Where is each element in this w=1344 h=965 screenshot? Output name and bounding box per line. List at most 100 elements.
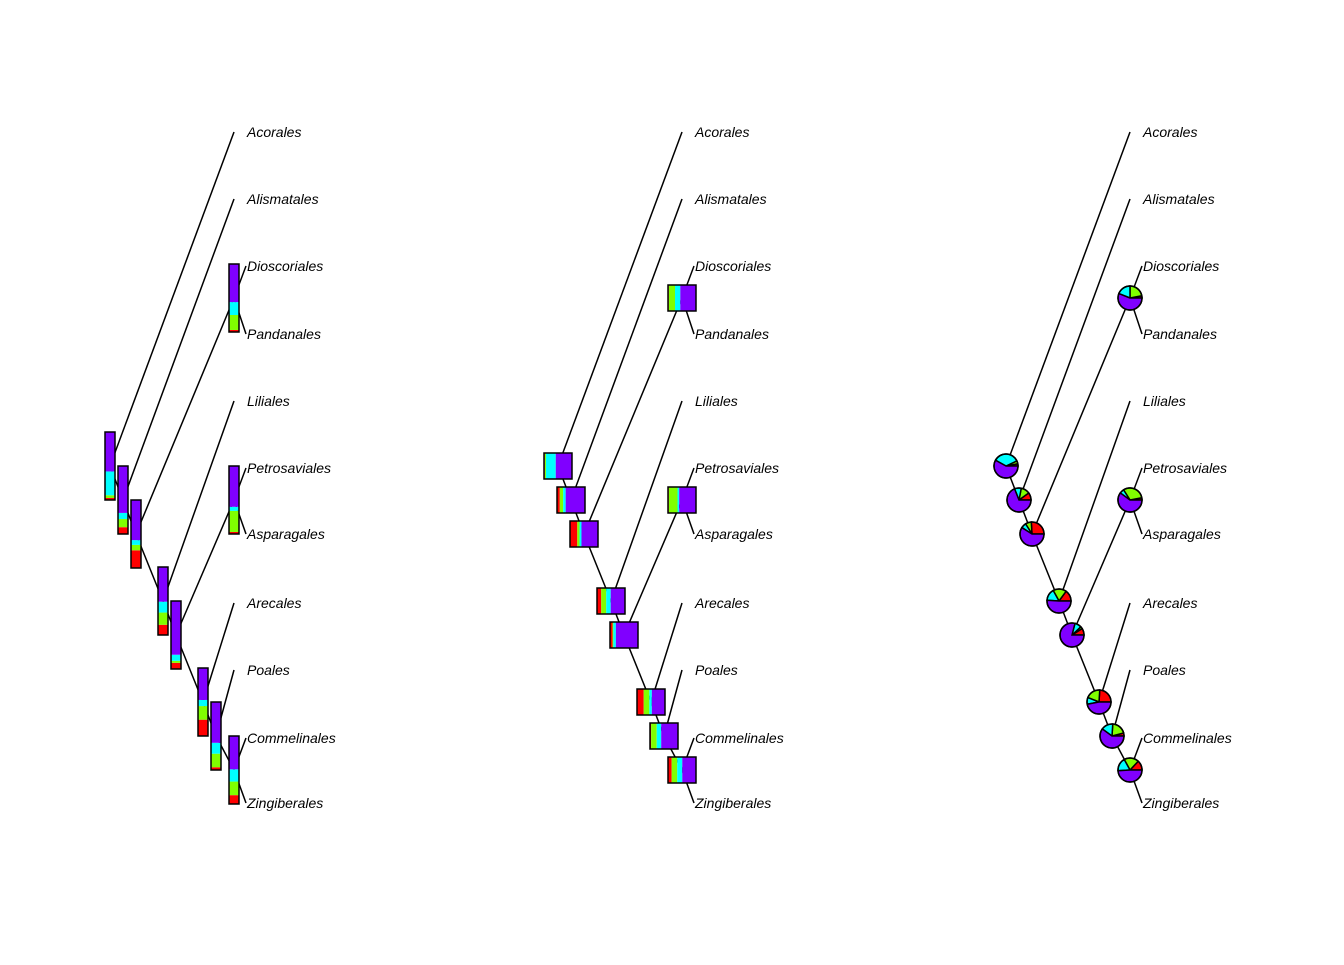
tip-label: Liliales [695, 393, 738, 409]
branch [557, 131, 683, 467]
branch [583, 297, 683, 535]
box-segment [545, 453, 556, 479]
box-segment [661, 723, 678, 749]
box-marker [667, 486, 697, 514]
branch [1058, 400, 1131, 602]
tip-label: Dioscoriales [247, 258, 323, 274]
tip-label: Arecales [694, 595, 749, 611]
thermo-segment [118, 519, 128, 528]
branch [162, 400, 235, 602]
thermo-marker [130, 499, 142, 569]
pie-slice [1086, 701, 1112, 715]
tip-label: Petrosaviales [1143, 460, 1227, 476]
tip-label: Poales [247, 662, 290, 678]
tip-label: Acorales [1142, 124, 1197, 140]
thermo-segment [158, 601, 168, 613]
thermo-segment [211, 702, 221, 743]
box-segment [668, 757, 672, 783]
box-segment [610, 588, 625, 614]
thermo-segment [198, 706, 208, 720]
tip-label: Arecales [1142, 595, 1197, 611]
thermo-segment [229, 769, 239, 782]
box-segment [668, 487, 678, 513]
box-segment [544, 453, 546, 479]
thermo-segment [171, 654, 181, 661]
tip-label: Commelinales [695, 730, 784, 746]
pie-marker [1006, 487, 1032, 513]
branch [175, 499, 235, 636]
thermo-marker [197, 667, 209, 737]
thermo-segment [229, 736, 239, 770]
thermo-segment [229, 510, 239, 532]
thermo-marker [228, 735, 240, 805]
box-segment [671, 757, 678, 783]
pie-outline [993, 453, 1019, 479]
branch [109, 131, 235, 467]
box-outline [596, 587, 626, 615]
box-segment [651, 723, 657, 749]
thermo-segment [131, 544, 141, 551]
box-segment [610, 622, 613, 648]
thermo-outline [197, 667, 209, 737]
tip-label: Pandanales [247, 326, 321, 342]
branch [610, 400, 683, 602]
pie-outline [1117, 487, 1143, 513]
box-segment [557, 487, 560, 513]
box-segment [680, 285, 696, 311]
thermo-segment [229, 531, 239, 534]
thermo-segment [229, 329, 239, 332]
thermo-segment [118, 512, 128, 520]
box-segment [656, 723, 662, 749]
tip-label: Liliales [1143, 393, 1186, 409]
tip-label: Dioscoriales [1143, 258, 1219, 274]
box-segment [677, 757, 683, 783]
thermo-segment [229, 506, 239, 511]
box-segment [601, 588, 607, 614]
tip-label: Alismatales [1142, 191, 1215, 207]
box-segment [677, 487, 680, 513]
box-marker [636, 688, 666, 716]
box-segment [613, 622, 616, 648]
pie-outline [1117, 757, 1143, 783]
tip-label: Zingiberales [694, 795, 771, 811]
branch [122, 198, 235, 501]
tip-label: Poales [695, 662, 738, 678]
tip-label: Asparagales [246, 526, 325, 542]
box-marker [609, 621, 639, 649]
pie-outline [1086, 689, 1112, 715]
thermo-segment [105, 497, 115, 500]
thermo-marker [157, 566, 169, 636]
tip-label: Zingiberales [246, 795, 323, 811]
box-segment [615, 622, 638, 648]
box-marker [667, 284, 697, 312]
box-outline [636, 688, 666, 716]
box-segment [668, 285, 675, 311]
box-marker [569, 520, 599, 548]
tip-label: Alismatales [246, 191, 319, 207]
pie-outline [1117, 285, 1143, 311]
branch [1018, 198, 1131, 501]
box-segment [606, 588, 611, 614]
tip-label: Liliales [247, 393, 290, 409]
box-segment [679, 487, 696, 513]
pie-slice [1117, 769, 1143, 783]
box-outline [649, 722, 679, 750]
thermo-marker [170, 600, 182, 670]
box-segment [563, 487, 566, 513]
pie-outline [1059, 622, 1085, 648]
thermo-outline [104, 431, 116, 501]
pie-outline [1099, 723, 1125, 749]
thermo-segment [158, 624, 168, 635]
thermo-segment [198, 699, 208, 707]
thermo-segment [131, 540, 141, 545]
tip-label: Pandanales [1143, 326, 1217, 342]
thermo-outline [228, 263, 240, 333]
branch [135, 297, 235, 535]
pie-marker [1117, 487, 1143, 513]
thermo-outline [157, 566, 169, 636]
box-marker [543, 452, 573, 480]
box-segment [649, 689, 652, 715]
branch [1005, 131, 1131, 467]
pie-panel: AcoralesAlismatalesDioscorialesPandanale… [993, 124, 1232, 811]
box-outline [667, 756, 697, 784]
